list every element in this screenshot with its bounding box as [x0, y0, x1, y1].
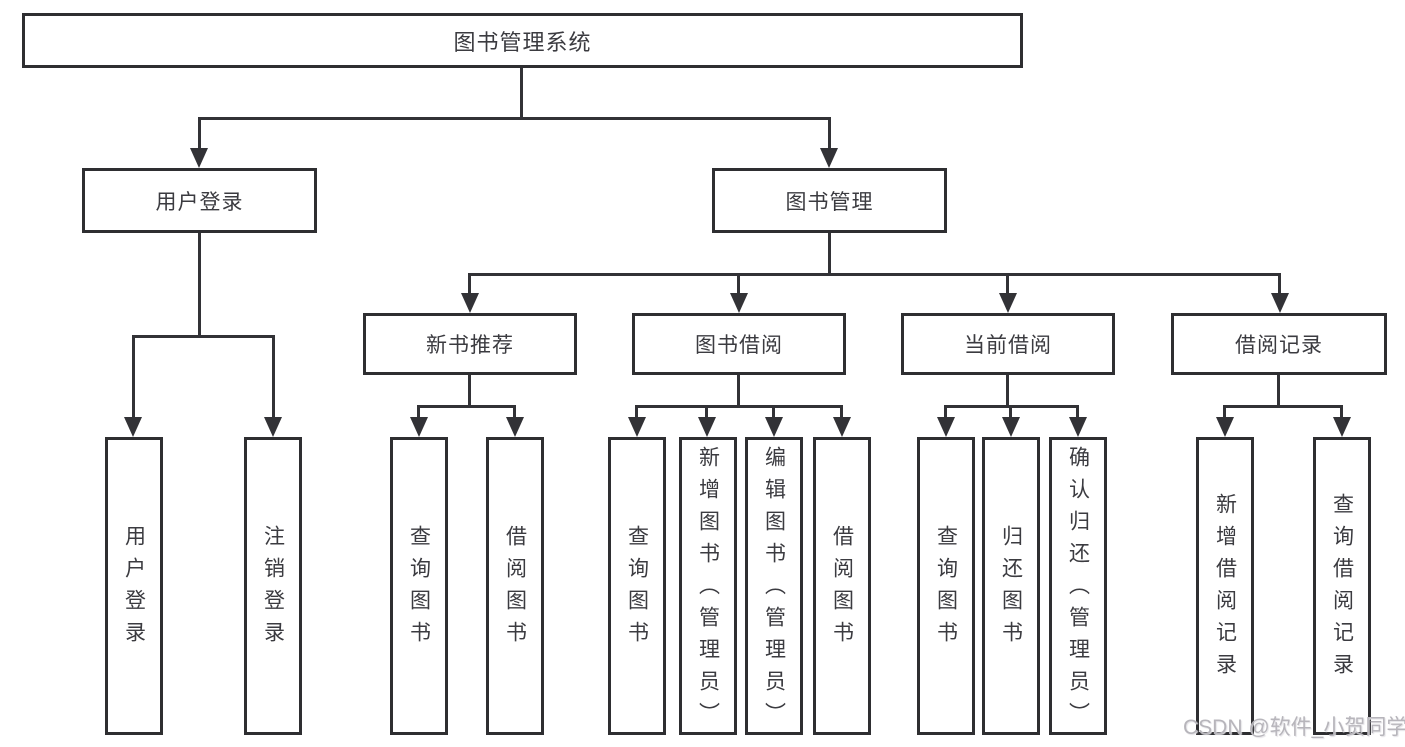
connector-line: [1278, 273, 1281, 297]
node-new-book-recommendation: 新书推荐: [363, 313, 577, 375]
node-leaf-add-book-admin: 新增图书（管理员）: [679, 437, 737, 735]
arrow-down: [628, 417, 646, 437]
connector-line: [1223, 405, 1226, 421]
connector-line: [705, 405, 708, 421]
arrow-down: [506, 417, 524, 437]
node-leaf-query-borrow-record: 查询借阅记录: [1313, 437, 1371, 735]
connector-line: [944, 405, 947, 421]
connector-line: [132, 335, 135, 421]
arrow-down: [124, 417, 142, 437]
node-leaf-query-books-current: 查询图书: [917, 437, 975, 735]
node-leaf-borrow-books: 借阅图书: [813, 437, 871, 735]
arrow-down: [937, 417, 955, 437]
node-leaf-add-borrow-record: 新增借阅记录: [1196, 437, 1254, 735]
node-leaf-user-login: 用户登录: [105, 437, 163, 735]
connector-line: [468, 273, 1281, 276]
connector-line: [828, 233, 831, 273]
connector-line: [132, 335, 275, 338]
node-leaf-logout: 注销登录: [244, 437, 302, 735]
connector-line: [1009, 405, 1012, 421]
node-current-borrowing: 当前借阅: [901, 313, 1115, 375]
connector-line: [272, 335, 275, 421]
connector-line: [1006, 273, 1009, 297]
arrow-down: [1002, 417, 1020, 437]
arrow-down: [1333, 417, 1351, 437]
arrow-down: [461, 293, 479, 313]
arrow-down: [264, 417, 282, 437]
connector-line: [417, 405, 516, 408]
node-leaf-query-books-recommend: 查询图书: [390, 437, 448, 735]
node-leaf-borrow-books-recommend: 借阅图书: [486, 437, 544, 735]
connector-line: [468, 375, 471, 405]
connector-line: [737, 273, 740, 297]
node-leaf-return-books: 归还图书: [982, 437, 1040, 735]
arrow-down: [1216, 417, 1234, 437]
node-book-borrowing: 图书借阅: [632, 313, 846, 375]
connector-line: [635, 405, 638, 421]
connector-line: [828, 117, 831, 152]
arrow-down: [765, 417, 783, 437]
arrow-down: [410, 417, 428, 437]
node-user-login-group: 用户登录: [82, 168, 317, 233]
connector-line: [772, 405, 775, 421]
connector-line: [198, 117, 201, 152]
connector-line: [1223, 405, 1343, 408]
connector-line: [1277, 375, 1280, 405]
arrow-down: [1271, 293, 1289, 313]
arrow-down: [1069, 417, 1087, 437]
arrow-down: [820, 148, 838, 168]
connector-line: [198, 117, 831, 120]
connector-line: [520, 68, 523, 117]
node-library-management-system: 图书管理系统: [22, 13, 1023, 68]
node-book-management: 图书管理: [712, 168, 947, 233]
node-leaf-query-books-borrowing: 查询图书: [608, 437, 666, 735]
connector-line: [840, 405, 843, 421]
connector-line: [737, 375, 740, 405]
connector-line: [513, 405, 516, 421]
connector-line: [635, 405, 843, 408]
arrow-down: [833, 417, 851, 437]
connector-line: [1076, 405, 1079, 421]
arrow-down: [730, 293, 748, 313]
connector-line: [1340, 405, 1343, 421]
connector-line: [198, 233, 201, 335]
node-leaf-confirm-return-admin: 确认归还（管理员）: [1049, 437, 1107, 735]
connector-line: [1006, 375, 1009, 405]
connector-line: [468, 273, 471, 297]
csdn-watermark: CSDN @软件_小贺同学: [1183, 716, 1405, 739]
arrow-down: [698, 417, 716, 437]
node-borrowing-records: 借阅记录: [1171, 313, 1387, 375]
arrow-down: [190, 148, 208, 168]
arrow-down: [999, 293, 1017, 313]
node-leaf-edit-book-admin: 编辑图书（管理员）: [745, 437, 803, 735]
connector-line: [417, 405, 420, 421]
